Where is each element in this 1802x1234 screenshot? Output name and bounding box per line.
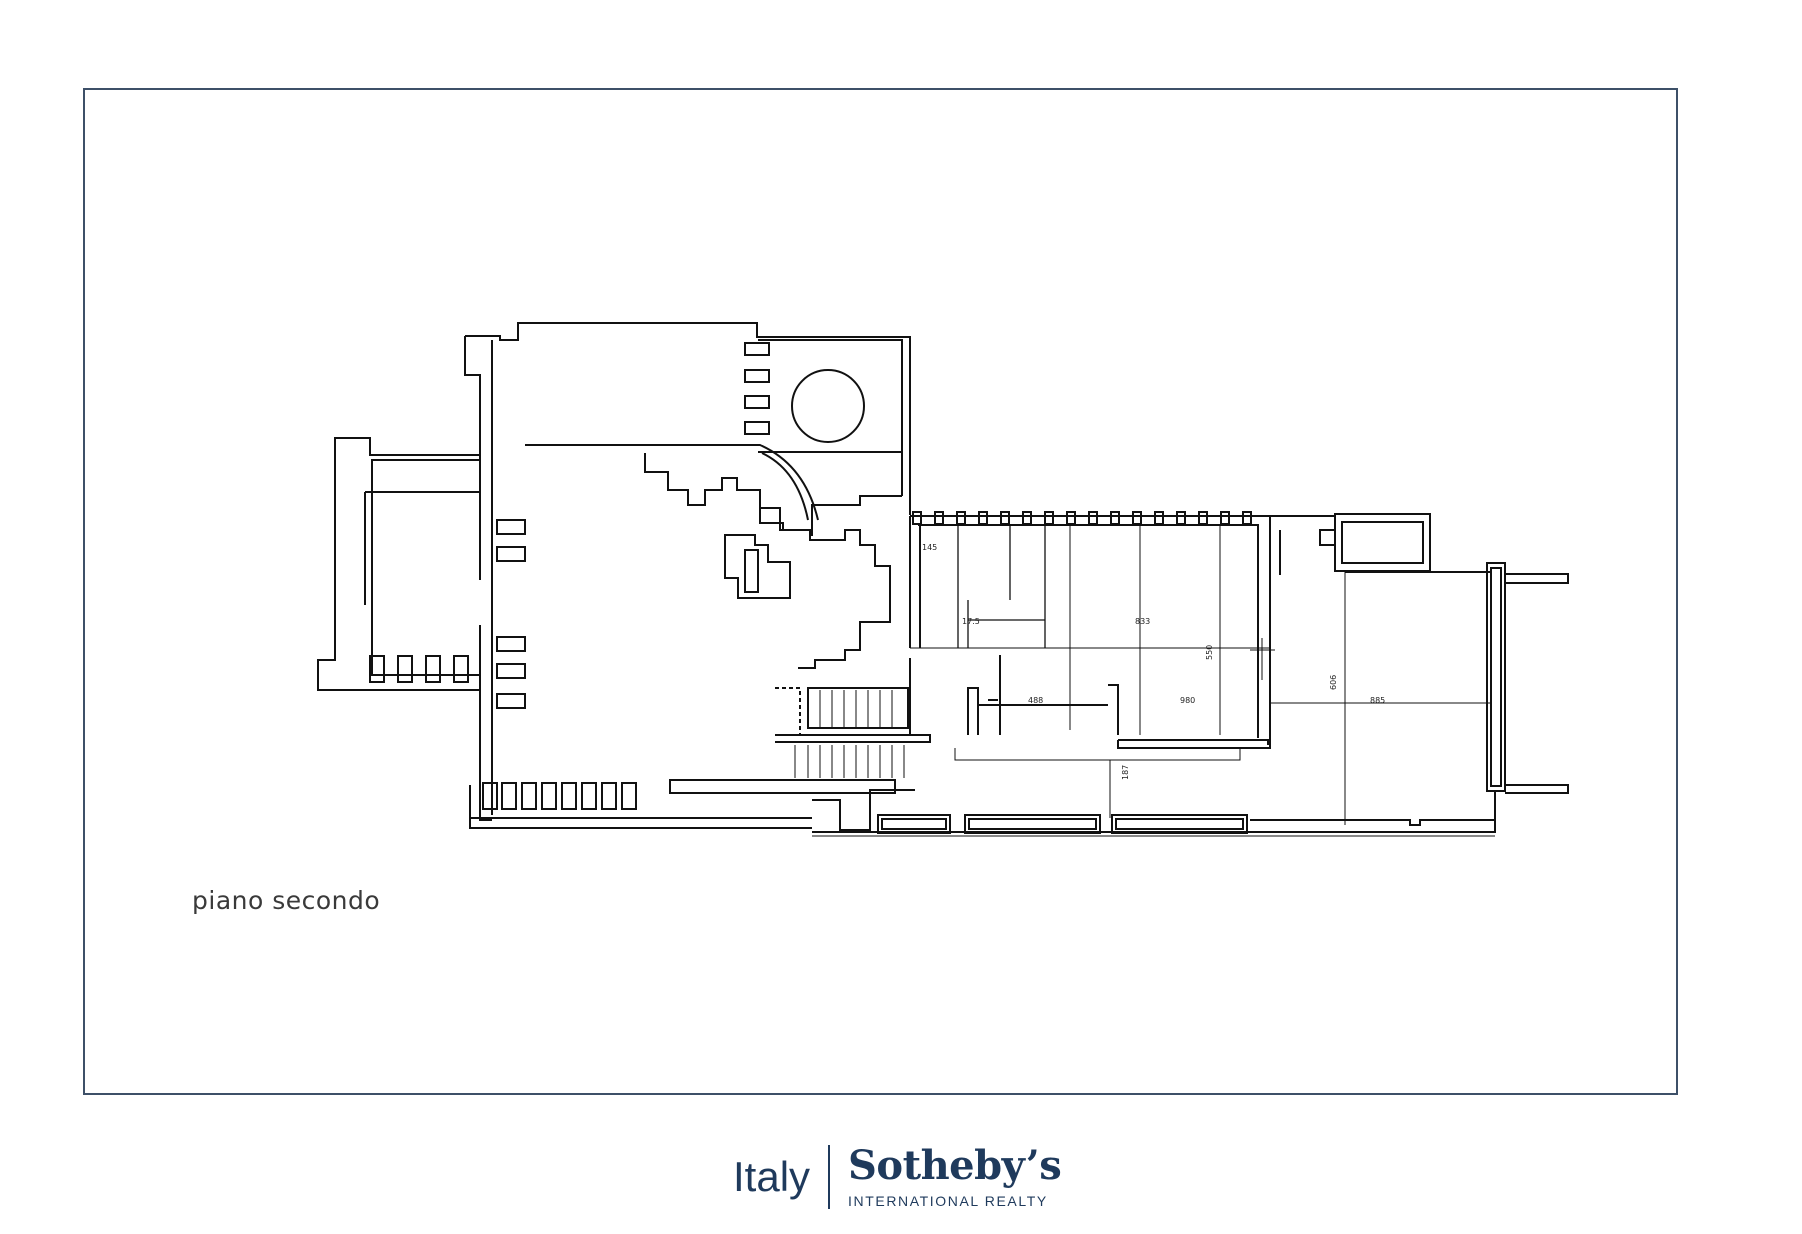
left-wing	[317, 437, 481, 691]
logo-italy-text: Italy	[733, 1153, 811, 1200]
dimension-label: 17.5	[962, 617, 980, 626]
logo-right: Sotheby’s INTERNATIONAL REALTY	[848, 1142, 1062, 1210]
logo-brand-text: Sotheby’s	[848, 1142, 1062, 1189]
dimension-label: 885	[1370, 696, 1385, 705]
drawing-frame: 145 17.5 833 980 885 488 187 550 606 pia…	[83, 88, 1678, 1095]
logo-divider	[828, 1145, 831, 1209]
dimension-label: 187	[1121, 765, 1130, 780]
dimension-label: 550	[1205, 645, 1214, 660]
dimension-label: 488	[1028, 696, 1043, 705]
dimension-label: 833	[1135, 617, 1150, 626]
floor-caption: piano secondo	[192, 886, 381, 915]
floor-plan: 145 17.5 833 980 885 488 187 550 606	[317, 322, 1569, 837]
logo-sub-text: INTERNATIONAL REALTY	[848, 1193, 1048, 1209]
dimension-label: 606	[1329, 675, 1338, 690]
brand-logo: Italy Sotheby’s INTERNATIONAL REALTY	[733, 1142, 1062, 1211]
dimension-label: 145	[922, 543, 937, 552]
dimension-label: 980	[1180, 696, 1195, 705]
